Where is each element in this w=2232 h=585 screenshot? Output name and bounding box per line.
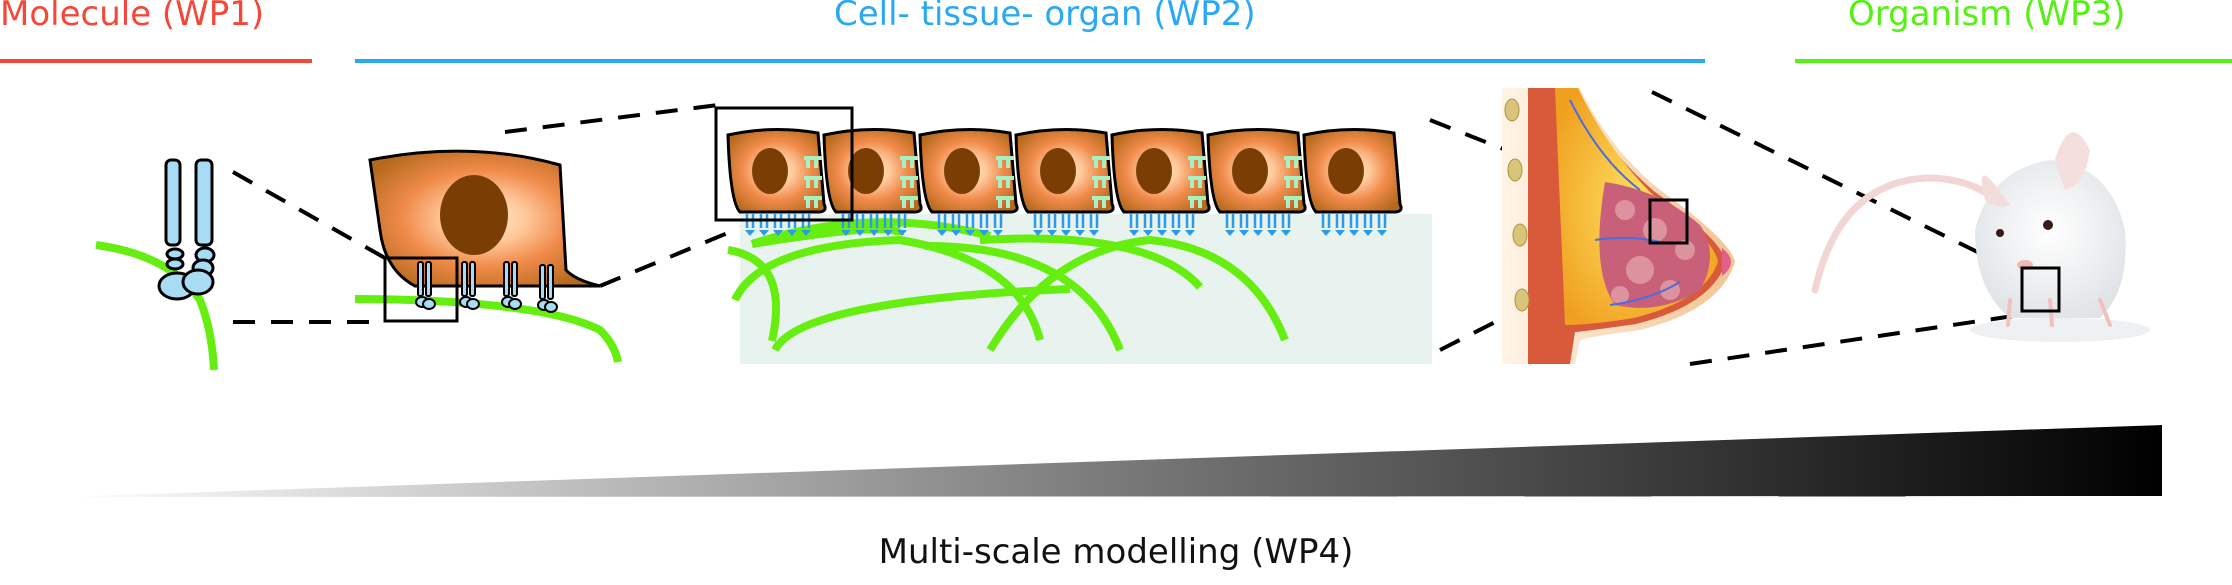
zoom-connector [599,220,755,288]
mouse-shadow [1970,318,2150,342]
epithelial-cell [1014,127,1115,238]
multiscale-modelling-wedge [60,425,2162,497]
zoom-box [2020,266,2061,313]
nucleus [1232,148,1268,194]
epithelial-cell [918,127,1019,238]
integrin-alpha-leg [164,158,182,247]
mouse-organism-panel [1811,132,2150,342]
nucleus [944,148,980,194]
zoom-connector [504,103,719,134]
organism-scale-label: Organism (WP3) [1848,0,2126,34]
ecm-fibre [95,241,218,371]
nucleus [752,148,788,194]
multiscale-modelling-label: Multi-scale modelling (WP4) [878,532,1354,572]
molecule-scale-label: Molecule (WP1) [0,0,265,34]
molecule-scale-rule [0,59,312,63]
nucleus [1040,148,1076,194]
nucleus [440,175,508,255]
mouse-ear [1981,175,2010,207]
cell-tissue-organ-scale-rule [355,59,1705,63]
ecm-fibre [354,295,622,363]
cell-tissue-organ-scale-label: Cell- tissue- organ (WP2) [834,0,1256,34]
mouse-eye [2043,220,2053,230]
epithelial-cell [1110,127,1211,238]
epithelial-cell [726,127,827,238]
epithelial-cell [1206,127,1307,238]
mouse-eye [1996,229,2004,237]
breast-organ-panel [1502,88,1735,364]
nucleus [1136,148,1172,194]
epithelial-cell [822,127,923,238]
single-cell-panel [354,149,622,363]
zoom-box [383,256,459,323]
zoom-connector [1651,90,2011,270]
nipple [1722,248,1731,276]
mouse-ear [2055,132,2090,190]
mouse-body [1975,160,2126,318]
organism-scale-rule [1795,59,2232,63]
zoom-box [714,106,854,222]
nucleus [848,148,884,194]
zoom-connector [1689,313,2021,366]
nucleus [1328,148,1364,194]
epithelial-cell [1302,127,1403,238]
integrin-molecule-panel [95,158,218,371]
epithelial-tissue-panel [714,106,1432,364]
zoom-connector [232,170,386,260]
zoom-box [1648,198,1689,245]
ecm-background [740,214,1432,364]
integrin-beta-leg [194,158,214,247]
